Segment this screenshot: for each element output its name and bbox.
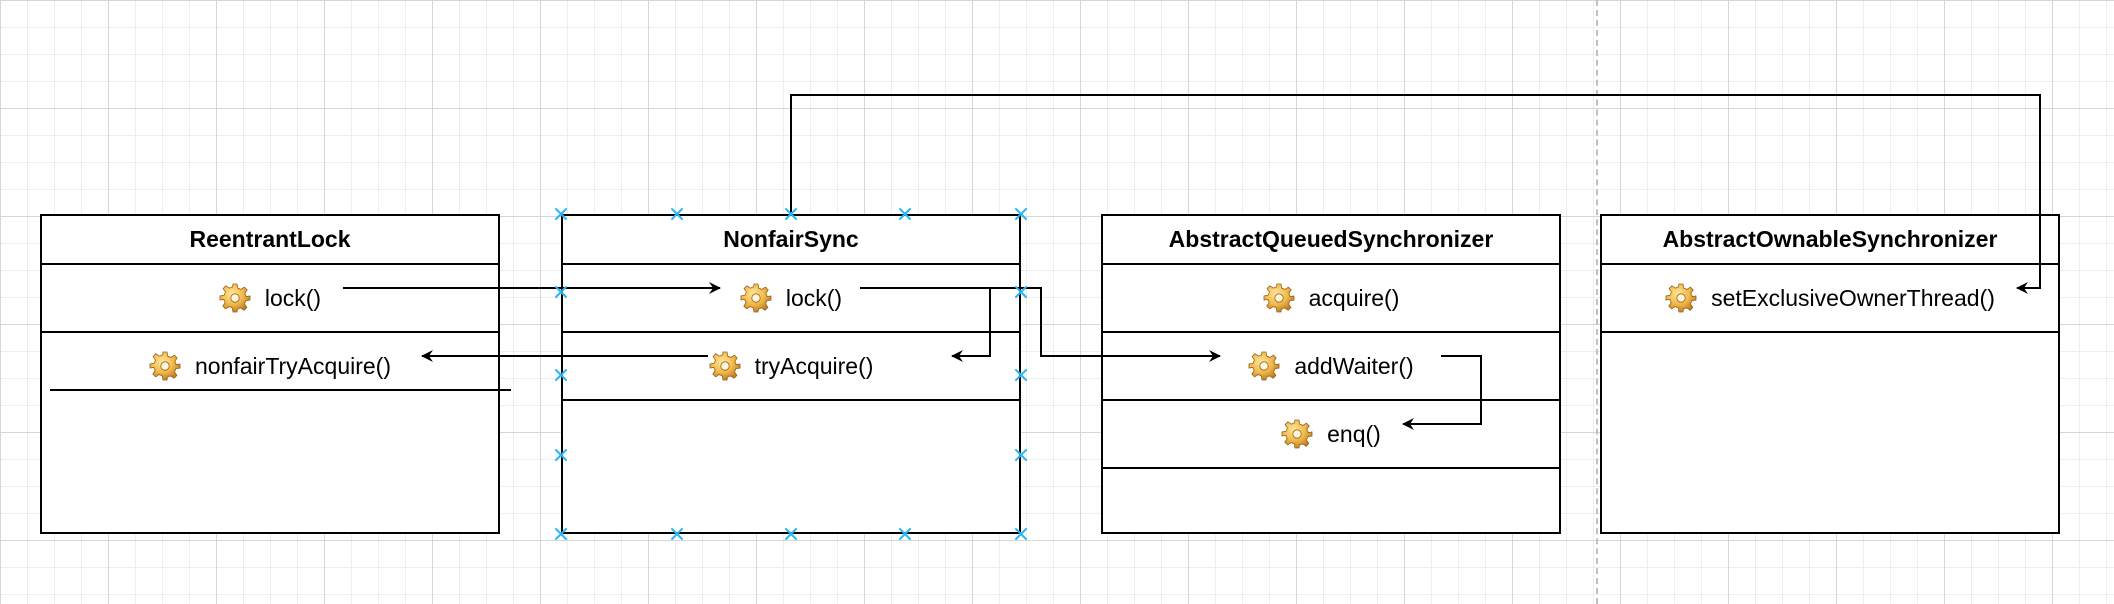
method-row[interactable]: lock() [42, 265, 498, 333]
gear-icon [1263, 282, 1295, 314]
class-title: ReentrantLock [42, 216, 498, 265]
gear-icon [149, 350, 181, 382]
method-label: tryAcquire() [754, 352, 874, 379]
method-label: enq() [1327, 420, 1381, 447]
class-box-nonfair-sync[interactable]: NonfairSync lock() tryAcquire() [561, 214, 1021, 534]
class-title: AbstractOwnableSynchronizer [1602, 216, 2058, 265]
method-row[interactable]: acquire() [1103, 265, 1559, 333]
class-box-reentrant-lock[interactable]: ReentrantLock lock() nonfairTryAcquire() [40, 214, 500, 534]
method-row[interactable]: lock() [563, 265, 1019, 333]
method-row[interactable]: addWaiter() [1103, 333, 1559, 401]
gear-icon [709, 350, 741, 382]
class-box-aqs[interactable]: AbstractQueuedSynchronizer acquire() add… [1101, 214, 1561, 534]
class-title: AbstractQueuedSynchronizer [1103, 216, 1559, 265]
method-label: acquire() [1308, 284, 1400, 311]
gear-icon [1248, 350, 1280, 382]
method-label: lock() [785, 284, 843, 311]
class-title: NonfairSync [563, 216, 1019, 265]
method-label: setExclusiveOwnerThread() [1711, 284, 1995, 311]
method-row[interactable]: nonfairTryAcquire() [42, 333, 498, 399]
method-label: lock() [264, 284, 322, 311]
gear-icon [219, 282, 251, 314]
gear-icon [1281, 418, 1313, 450]
method-row[interactable]: setExclusiveOwnerThread() [1602, 265, 2058, 333]
gear-icon [740, 282, 772, 314]
class-box-aos[interactable]: AbstractOwnableSynchronizer setExclusive… [1600, 214, 2060, 534]
method-row[interactable]: enq() [1103, 401, 1559, 469]
method-label: nonfairTryAcquire() [195, 352, 391, 379]
method-label: addWaiter() [1294, 352, 1414, 379]
gear-icon [1665, 282, 1697, 314]
method-row[interactable]: tryAcquire() [563, 333, 1019, 401]
divider-line [50, 389, 511, 391]
page-break-line [1596, 0, 1598, 604]
